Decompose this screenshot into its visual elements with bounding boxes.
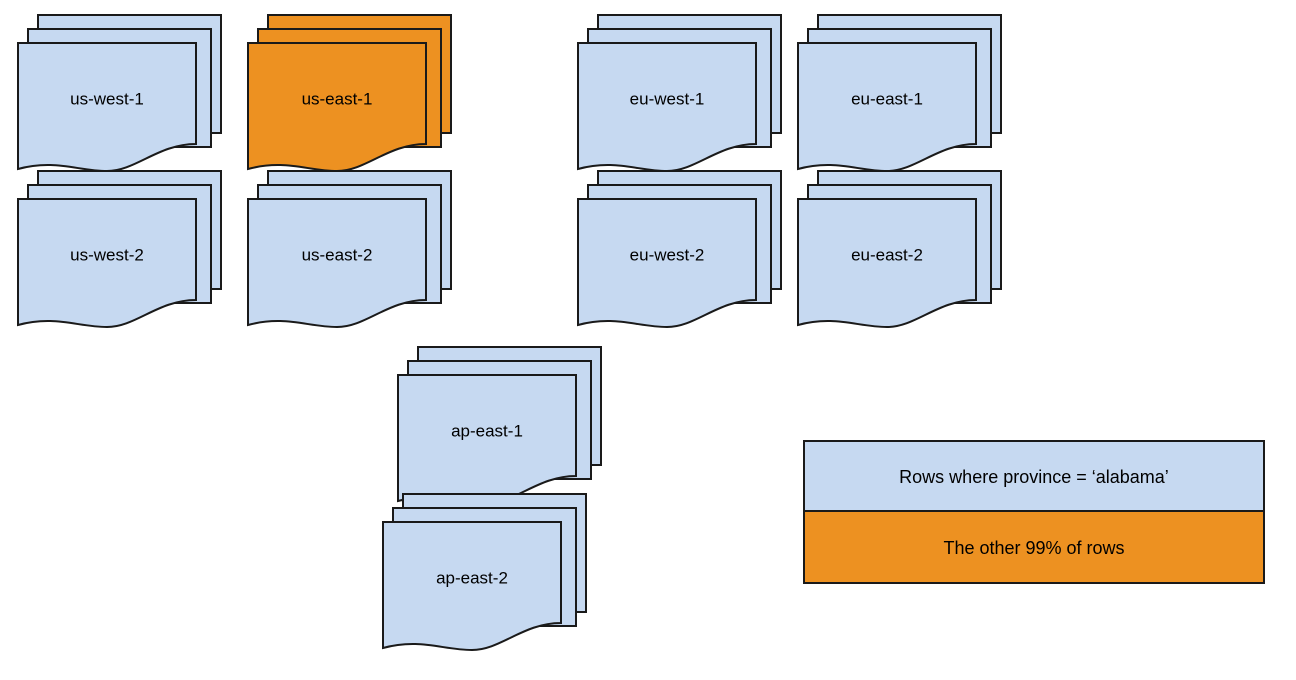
region-group-eu-west-2[interactable]: eu-west-2 <box>577 170 782 329</box>
region-label: us-west-1 <box>70 89 144 108</box>
region-group-ap-east-1[interactable]: ap-east-1 <box>397 346 602 505</box>
region-group-eu-east-2[interactable]: eu-east-2 <box>797 170 1002 329</box>
legend-label-highlight: The other 99% of rows <box>943 538 1124 558</box>
region-label: ap-east-1 <box>451 421 523 440</box>
doc-front-page <box>797 198 977 329</box>
region-label: us-west-2 <box>70 245 144 264</box>
region-group-us-west-1[interactable]: us-west-1 <box>17 14 222 173</box>
region-label: eu-east-2 <box>851 245 923 264</box>
doc-front-page <box>382 521 562 652</box>
legend: Rows where province = ‘alabama’ The othe… <box>803 440 1265 584</box>
doc-front-page <box>17 198 197 329</box>
legend-label-normal: Rows where province = ‘alabama’ <box>899 467 1169 487</box>
region-group-us-west-2[interactable]: us-west-2 <box>17 170 222 329</box>
region-label: us-east-2 <box>302 245 373 264</box>
region-group-ap-east-2[interactable]: ap-east-2 <box>382 493 587 652</box>
region-group-eu-west-1[interactable]: eu-west-1 <box>577 14 782 173</box>
region-label: us-east-1 <box>302 89 373 108</box>
region-group-us-east-2[interactable]: us-east-2 <box>247 170 452 329</box>
region-label: eu-west-1 <box>630 89 705 108</box>
legend-swatch-normal <box>803 440 1265 512</box>
region-label: ap-east-2 <box>436 568 508 587</box>
region-label: eu-east-1 <box>851 89 923 108</box>
region-group-eu-east-1[interactable]: eu-east-1 <box>797 14 1002 173</box>
region-group-us-east-1[interactable]: us-east-1 <box>247 14 452 173</box>
region-label: eu-west-2 <box>630 245 705 264</box>
doc-front-page <box>247 198 427 329</box>
doc-front-page <box>577 198 757 329</box>
legend-swatch-highlight <box>803 510 1265 584</box>
